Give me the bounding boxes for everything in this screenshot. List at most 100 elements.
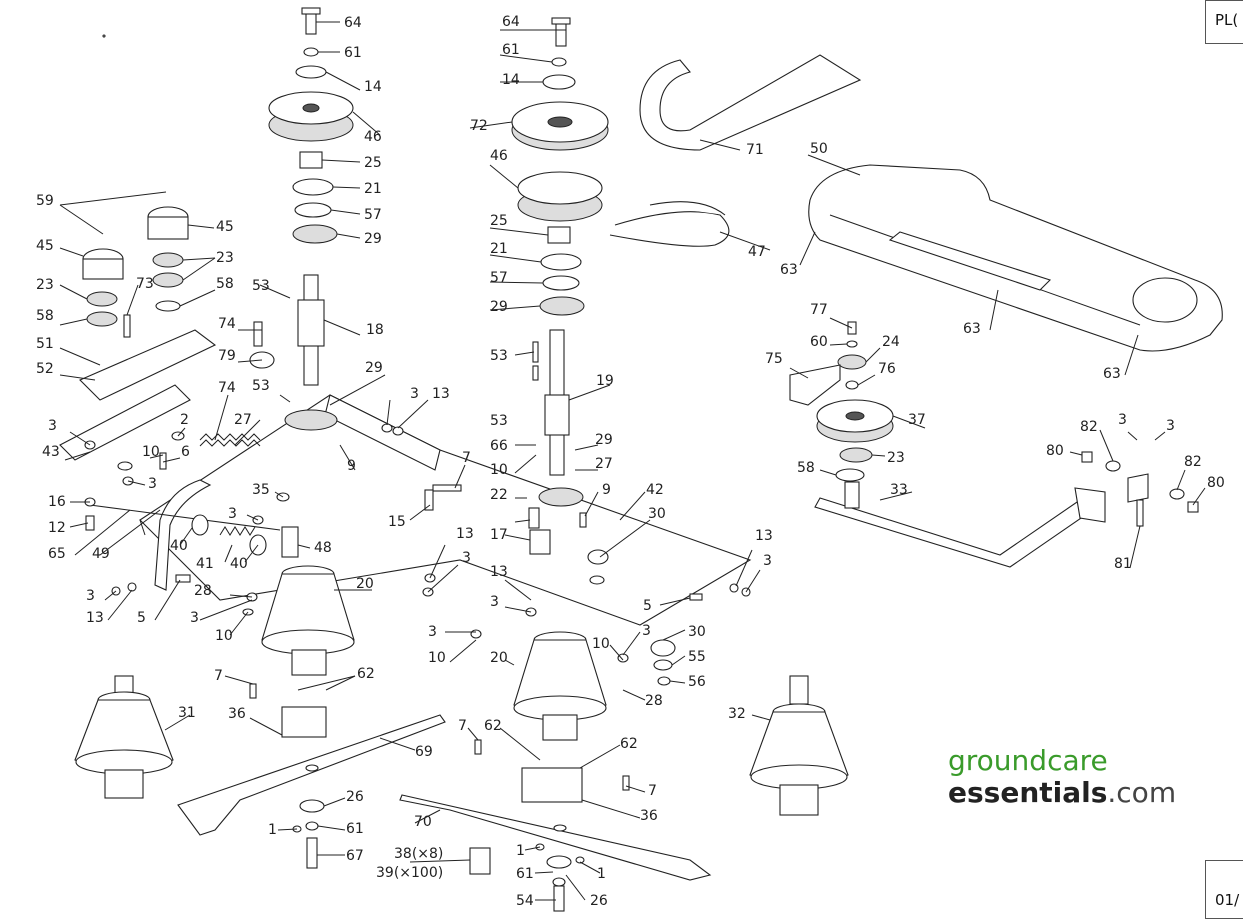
callout-25: 25 [364, 155, 382, 171]
callout-labels: 64 61 14 46 25 21 57 29 64 61 14 72 71 4… [36, 14, 1225, 909]
callout-10: 10 [428, 650, 446, 666]
callout-57: 57 [364, 207, 382, 223]
page-code-box: PL( [1205, 0, 1243, 44]
callout-23: 23 [887, 450, 905, 466]
callout-23: 23 [36, 277, 54, 293]
callout-30: 30 [648, 506, 666, 522]
deck-cover [808, 164, 1223, 352]
callout-39: 39(×100) [376, 865, 443, 881]
idler-assembly-left [59, 34, 217, 461]
callout-3: 3 [48, 418, 57, 434]
callout-57: 57 [490, 270, 508, 286]
callout-13: 13 [490, 564, 508, 580]
callout-28: 28 [645, 693, 663, 709]
callout-10: 10 [215, 628, 233, 644]
blade-70 [399, 767, 712, 881]
callout-18: 18 [366, 322, 384, 338]
tension-spring [199, 321, 275, 447]
callout-3: 3 [642, 623, 651, 639]
callout-70: 70 [414, 814, 432, 830]
callout-25: 25 [490, 213, 508, 229]
callout-50: 50 [810, 141, 828, 157]
callout-3: 3 [228, 506, 237, 522]
callout-1: 1 [597, 866, 606, 882]
callout-58: 58 [36, 308, 54, 324]
callout-22: 22 [490, 487, 508, 503]
callout-46: 46 [490, 148, 508, 164]
callout-32: 32 [728, 706, 746, 722]
callout-74: 74 [218, 316, 236, 332]
callout-14: 14 [502, 72, 520, 88]
callout-64: 64 [502, 14, 520, 30]
callout-3: 3 [462, 550, 471, 566]
height-lever [89, 479, 299, 591]
callout-80: 80 [1046, 443, 1064, 459]
left-spindle-stack [268, 7, 354, 431]
callout-53: 53 [490, 348, 508, 364]
callout-49: 49 [92, 546, 110, 562]
page-number: 01/ [1215, 891, 1240, 909]
callout-7: 7 [648, 783, 657, 799]
page-number-box: 01/ [1205, 860, 1243, 919]
callout-79: 79 [218, 348, 236, 364]
fasteners [84, 423, 751, 912]
callout-5: 5 [137, 610, 146, 626]
callout-58: 58 [797, 460, 815, 476]
idler-assembly-right [789, 321, 894, 482]
callout-45: 45 [216, 219, 234, 235]
callout-35: 35 [252, 482, 270, 498]
callout-23: 23 [216, 250, 234, 266]
callout-38: 38(×8) [394, 846, 443, 862]
callout-66: 66 [490, 438, 508, 454]
callout-72: 72 [470, 118, 488, 134]
callout-19: 19 [596, 373, 614, 389]
callout-33: 33 [890, 482, 908, 498]
leader-lines [59, 21, 1206, 901]
callout-3: 3 [148, 476, 157, 492]
callout-36: 36 [640, 808, 658, 824]
callout-29: 29 [490, 299, 508, 315]
callout-82: 82 [1184, 454, 1202, 470]
callout-64: 64 [344, 15, 362, 31]
callout-7: 7 [458, 718, 467, 734]
spindle-housing-31 [74, 675, 174, 799]
callout-12: 12 [48, 520, 66, 536]
callout-16: 16 [48, 494, 66, 510]
callout-63: 63 [780, 262, 798, 278]
callout-71: 71 [746, 142, 764, 158]
callout-65: 65 [48, 546, 66, 562]
callout-45: 45 [36, 238, 54, 254]
callout-80: 80 [1207, 475, 1225, 491]
callout-13: 13 [432, 386, 450, 402]
callout-55: 55 [688, 649, 706, 665]
callout-13: 13 [86, 610, 104, 626]
callout-76: 76 [878, 361, 896, 377]
callout-26: 26 [590, 893, 608, 909]
callout-75: 75 [765, 351, 783, 367]
callout-47: 47 [748, 244, 766, 260]
callout-40: 40 [170, 538, 188, 554]
callout-30: 30 [688, 624, 706, 640]
brand-suffix: .com [1107, 776, 1177, 809]
callout-7: 7 [214, 668, 223, 684]
callout-62: 62 [357, 666, 375, 682]
callout-9: 9 [602, 482, 611, 498]
callout-69: 69 [415, 744, 433, 760]
callout-24: 24 [882, 334, 900, 350]
callout-10: 10 [592, 636, 610, 652]
callout-3: 3 [1166, 418, 1175, 434]
callout-51: 51 [36, 336, 54, 352]
callout-10: 10 [142, 444, 160, 460]
callout-6: 6 [181, 444, 190, 460]
callout-3: 3 [1118, 412, 1127, 428]
callout-29: 29 [365, 360, 383, 376]
callout-82: 82 [1080, 419, 1098, 435]
callout-77: 77 [810, 302, 828, 318]
callout-40: 40 [230, 556, 248, 572]
callout-14: 14 [364, 79, 382, 95]
spindle-housing-left [261, 565, 355, 676]
callout-3: 3 [190, 610, 199, 626]
blade-69 [177, 706, 446, 836]
callout-20: 20 [490, 650, 508, 666]
callout-13: 13 [755, 528, 773, 544]
